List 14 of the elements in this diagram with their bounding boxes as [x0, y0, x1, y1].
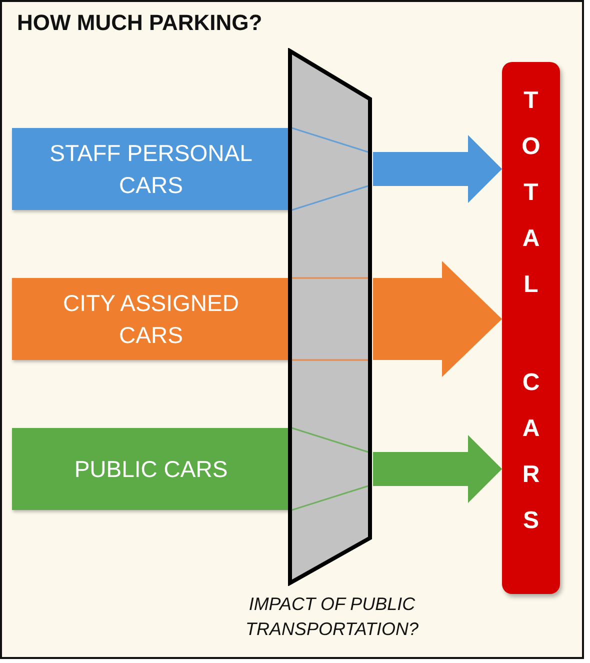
source-label: PUBLIC CARS	[73, 454, 229, 484]
source-label: STAFF PERSONAL CARS	[48, 138, 254, 200]
title: HOW MUCH PARKING?	[17, 10, 262, 36]
arrow	[373, 435, 502, 503]
filter-caption: IMPACT OF PUBLIC TRANSPORTATION?	[244, 593, 420, 642]
source-arrow-body	[12, 128, 290, 210]
arrow	[373, 135, 502, 203]
total-bar	[502, 62, 560, 594]
source-label: CITY ASSIGNED CARS	[62, 288, 240, 350]
arrow	[373, 261, 502, 377]
total-label: TOTAL	[520, 86, 542, 300]
total-label: CARS	[521, 368, 541, 536]
source-arrow-body	[12, 278, 290, 360]
source-arrow-body	[12, 428, 290, 510]
